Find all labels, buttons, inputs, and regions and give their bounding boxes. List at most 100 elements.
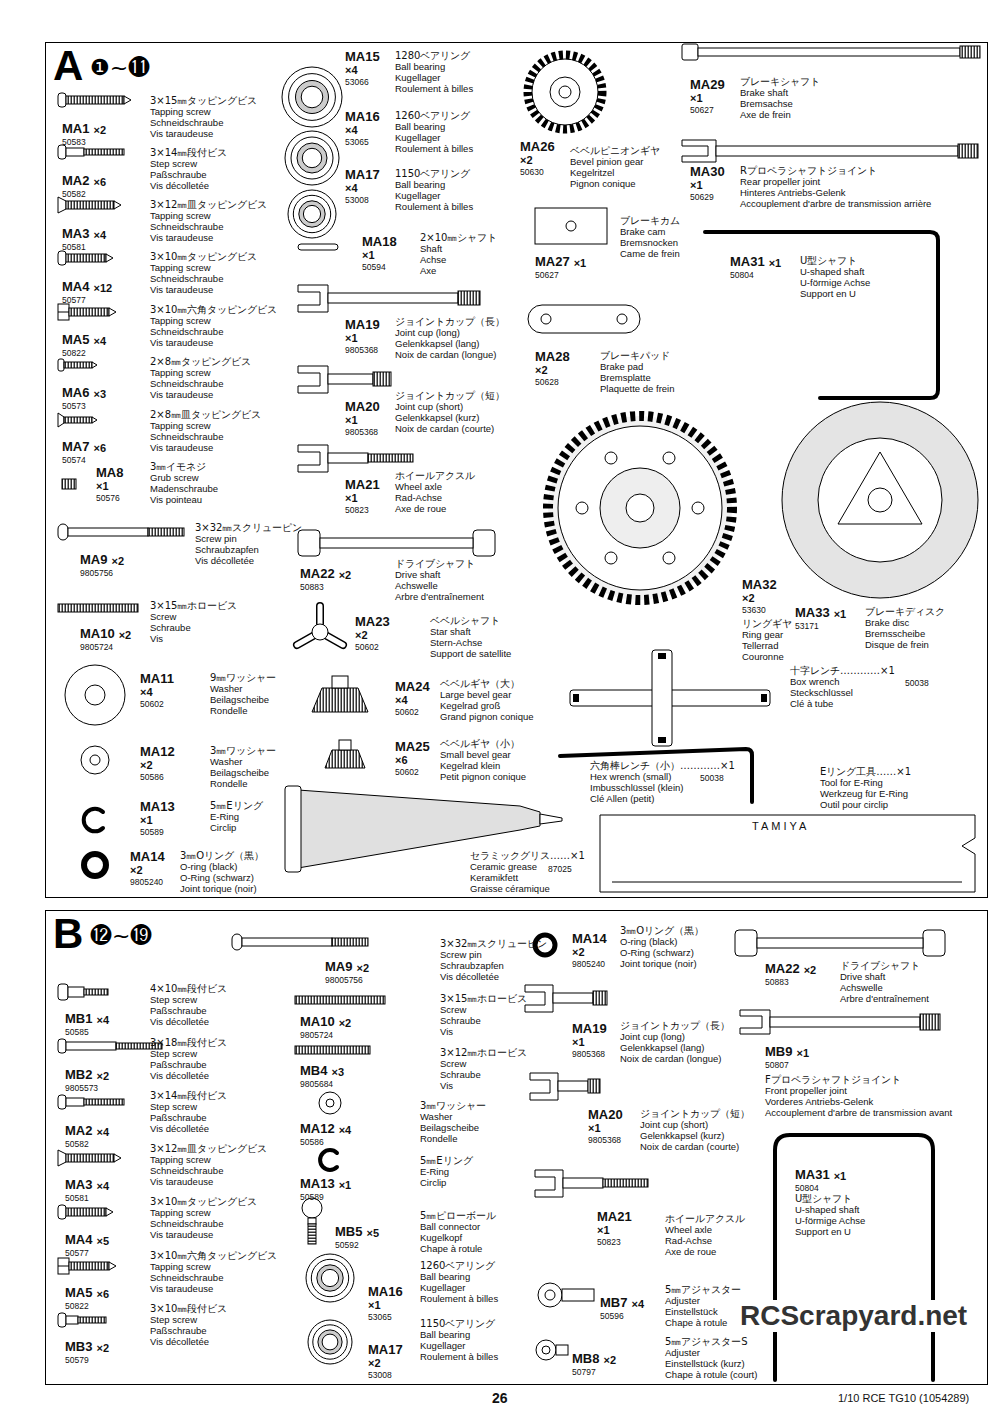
part-name: Arbre d'entraînement — [395, 591, 484, 602]
ball-bearing-shape — [321, 1269, 338, 1286]
brake-disc-shape — [838, 452, 922, 524]
part-name: Roulement à billes — [420, 1293, 498, 1304]
part-name: Step screw — [150, 1048, 197, 1059]
box-wrench-shape — [761, 694, 767, 702]
part-name: Paßschraube — [150, 169, 207, 180]
quantity: ×2 — [535, 364, 548, 376]
part-code: MA20 — [588, 1108, 623, 1122]
washer — [81, 746, 109, 774]
brake-pad — [528, 305, 640, 333]
part-name: Washer — [210, 683, 242, 694]
part-name-ja: U型シャフト — [800, 255, 857, 266]
countersunk-screw-shape — [114, 1154, 121, 1162]
screw-pin — [58, 524, 184, 540]
quantity: ×2 — [356, 962, 369, 974]
wheel-axle-shape — [328, 453, 368, 463]
part-name-ja: 5㎜Eリング — [420, 1155, 473, 1166]
bevel-gear-shape — [312, 688, 368, 712]
part-name: Joint torique (noir) — [180, 883, 257, 894]
part-number: 50585 — [65, 1027, 89, 1037]
part-code: MB9 — [765, 1045, 792, 1059]
washer-shape — [81, 746, 109, 774]
quantity: ×3 — [331, 1066, 344, 1078]
hex-screw-shape — [69, 1262, 109, 1270]
part-name-ja: 3×32㎜スクリューピン — [440, 938, 547, 949]
part-name: Vis — [440, 1026, 453, 1037]
hex-screw-shape — [69, 308, 109, 316]
part-name: Vis taraudeuse — [150, 284, 213, 295]
part-name-ja: U型シャフト — [795, 1193, 852, 1204]
part-name: Tapping screw — [150, 367, 211, 378]
brake-disc — [782, 402, 978, 598]
part-name: Shaft — [420, 243, 442, 254]
part-name: Kugellager — [395, 132, 440, 143]
wheel-axle-shape — [298, 445, 328, 472]
step-screw-shape — [66, 1042, 116, 1050]
part-name-ja: 3×32㎜スクリューピン — [195, 522, 302, 533]
quantity: ×4 — [631, 1298, 644, 1310]
ring-gear-shape — [663, 452, 675, 464]
quantity: ×2 — [520, 154, 533, 166]
part-name: Screw pin — [440, 949, 482, 960]
adjuster — [536, 1340, 568, 1360]
grease-tube-shape — [540, 814, 562, 824]
part-name: Vis décolletée — [195, 555, 254, 566]
quantity: ×2 — [742, 592, 755, 604]
part-code: MA1 — [62, 122, 89, 136]
quantity: ×2 — [96, 1070, 109, 1082]
part-name-ja: ジョイントカップ（短） — [640, 1108, 750, 1119]
grease-tube-shape — [285, 786, 301, 872]
bevel-gear-shape — [325, 750, 365, 768]
part-name: Paßschraube — [150, 1005, 207, 1016]
quantity: ×1 — [574, 257, 587, 269]
step-screw-shape — [58, 984, 68, 1000]
joint-cup-shape — [298, 366, 328, 393]
part-code: MA18 — [362, 235, 397, 249]
part-name-ja: ジョイントカップ（短） — [395, 390, 505, 401]
tapping-screw-shape — [58, 93, 66, 107]
step-screw — [58, 1095, 124, 1109]
tapping-screw-shape — [106, 1208, 113, 1216]
e-ring-tool — [600, 815, 975, 892]
joint-cup — [530, 1073, 600, 1100]
joint-cup-shape — [593, 991, 607, 1005]
wheel-axle-shape — [603, 1179, 648, 1187]
step-screw-shape — [84, 989, 108, 995]
hex-screw-shape — [58, 1258, 69, 1274]
quantity: ×6 — [96, 1288, 109, 1300]
part-name: Einstellstück (kurz) — [665, 1358, 745, 1369]
part-name: Vis — [150, 633, 163, 644]
part-name-ja: 1280ベアリング — [395, 50, 470, 61]
part-name: Grub screw — [150, 472, 199, 483]
part-name: Beilagscheibe — [210, 767, 269, 778]
part-name-ja: ドライブシャフト — [840, 960, 920, 971]
part-number: 50629 — [690, 192, 714, 202]
quantity: ×1 — [690, 179, 703, 191]
quantity: ×2 — [603, 1354, 616, 1366]
part-name: Box wrench — [790, 676, 840, 687]
ring-gear-shape — [576, 502, 588, 514]
part-code: MA8 — [96, 466, 123, 480]
part-code: MB7 — [600, 1296, 627, 1310]
part-name: Brake disc — [865, 617, 909, 628]
star-shaft-shape — [312, 624, 328, 640]
box-wrench — [570, 650, 770, 746]
ring-gear-shape — [605, 452, 617, 464]
o-ring — [84, 854, 106, 876]
part-name: Chape à rotule (court) — [665, 1369, 757, 1380]
part-name: Imbusschlüssel (klein) — [590, 782, 683, 793]
part-name: Ball bearing — [420, 1271, 470, 1282]
ball-bearing — [282, 67, 342, 127]
part-name-ja: 4×10㎜段付ビス — [150, 983, 227, 994]
quantity: ×1 — [368, 1299, 381, 1311]
part-name-ja: 3×10㎜六角タッピングビス — [150, 304, 277, 315]
part-number: 50594 — [362, 262, 386, 272]
part-number: 50586 — [300, 1137, 324, 1147]
part-name: Axe — [420, 265, 436, 276]
part-name: Gelenkkapsel (kurz) — [395, 412, 479, 423]
part-name: Paßschraube — [150, 1325, 207, 1336]
ball-bearing-shape — [285, 131, 339, 185]
quantity: ×1 — [572, 1036, 585, 1048]
part-name: Beilagscheibe — [210, 694, 269, 705]
quantity: ×5 — [96, 1235, 109, 1247]
